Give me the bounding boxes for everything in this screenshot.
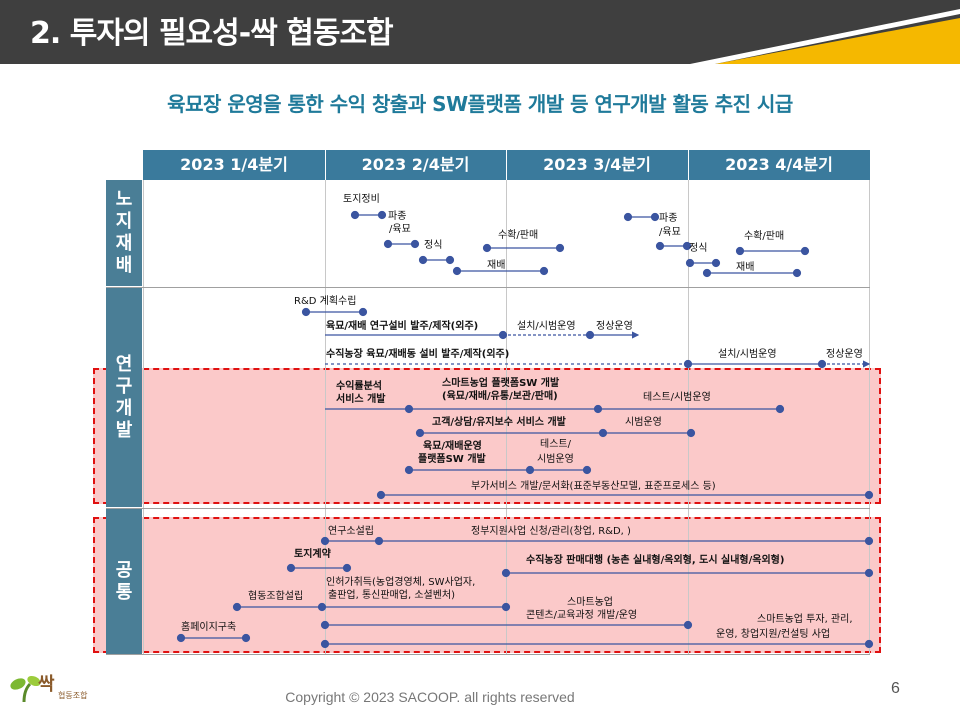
page-number: 6 (891, 680, 900, 697)
label-sw-dev-1: 스마트농업 플랫폼SW 개발 (442, 378, 560, 389)
label-lab: 연구소설립 (328, 526, 374, 537)
label-content-2: 콘텐츠/교육과정 개발/운영 (526, 610, 638, 621)
highlight-common-area (93, 517, 881, 653)
logo-subtext: 협동조합 (58, 691, 88, 700)
label-nursery-1: /육묘 (389, 224, 411, 235)
side-label-common: 공통 (106, 509, 142, 654)
label-cultivation-1: 재배 (487, 260, 506, 271)
side-label-farm-text: 노지재배 (115, 189, 133, 276)
grid-line (869, 180, 870, 655)
label-homepage: 홈페이지구축 (181, 622, 237, 633)
label-harvest-2: 수확/판매 (744, 231, 785, 242)
header-divider (325, 150, 326, 180)
header-divider (688, 150, 689, 180)
header-divider (506, 150, 507, 180)
sprout-logo-icon (10, 675, 41, 703)
page-title: 2. 투자의 필요성-싹 협동조합 (30, 16, 394, 51)
label-nursery-platform-2: 플랫폼SW 개발 (418, 454, 486, 465)
label-land: 토지계약 (294, 549, 331, 560)
label-vfarm-order: 수직농장 육묘/재배동 설비 발주/제작(외주) (326, 349, 510, 360)
quarter-header-q4: 2023 4/4분기 (688, 150, 870, 180)
section-divider (106, 654, 870, 655)
header-bar (0, 0, 960, 64)
label-coop: 협동조합설립 (248, 591, 304, 602)
label-revenue-analysis-2: 서비스 개발 (336, 394, 386, 405)
label-site-prep: 토지정비 (343, 194, 380, 205)
side-label-rnd-text: 연구개발 (115, 353, 133, 441)
label-nursery-2: /육묘 (659, 227, 681, 238)
label-equip-normal: 정상운영 (596, 321, 633, 332)
label-sw-test: 테스트/시범운영 (643, 392, 711, 403)
label-planting-1: 정식 (424, 240, 443, 251)
quarter-header-q3: 2023 3/4분기 (506, 150, 688, 180)
grid-line (688, 180, 689, 655)
label-equip-order: 육묘/재배 연구설비 발주/제작(외주) (326, 321, 479, 332)
quarter-header-q2: 2023 2/4분기 (325, 150, 506, 180)
section-divider (106, 508, 870, 509)
section-divider (106, 287, 870, 288)
side-label-common-text: 공통 (115, 559, 133, 603)
grid-line (143, 180, 144, 655)
label-rnd-plan: R&D 계획수립 (294, 296, 357, 307)
label-revenue-analysis-1: 수익률분석 (336, 381, 382, 392)
logo-text: 싹 (38, 674, 55, 695)
label-vfarm-install: 설치/시범운영 (718, 349, 777, 360)
label-cs-pilot: 시범운영 (625, 417, 662, 428)
label-sowing-1: 파종 (388, 211, 407, 222)
side-label-farm: 노지재배 (106, 180, 142, 286)
grid-line (325, 180, 326, 655)
copyright: Copyright © 2023 SACOOP. all rights rese… (285, 689, 575, 705)
quarter-header-q1: 2023 1/4분기 (143, 150, 325, 180)
label-vfarm-normal: 정상운영 (826, 349, 863, 360)
label-gov: 정부지원사업 신청/관리(창업, R&D, ) (471, 526, 631, 537)
label-cultivation-2: 재배 (736, 262, 755, 273)
label-sw-dev-2: (육묘/재배/유통/보관/판매) (442, 391, 558, 402)
label-invest-2: 운영, 창업지원/컨설팅 사업 (716, 629, 831, 640)
label-content-1: 스마트농업 (567, 597, 613, 608)
label-harvest-1: 수확/판매 (498, 230, 539, 241)
label-nursery-platform-1: 육묘/재배운영 (423, 441, 482, 452)
label-invest-1: 스마트농업 투자, 관리, (757, 614, 853, 625)
label-np-test-2: 시범운영 (537, 454, 574, 465)
label-sowing-2: 파종 (659, 213, 678, 224)
label-members-1: 인허가취득(농업경영체, SW사업자, (326, 577, 476, 588)
label-equip-install: 설치/시범운영 (517, 321, 576, 332)
grid-line (506, 180, 507, 655)
highlight-rnd-area (93, 368, 881, 504)
subtitle: 육묘장 운영을 통한 수익 창출과 SW플랫폼 개발 등 연구개발 활동 추진 … (167, 92, 793, 116)
label-sales: 수직농장 판매대행 (농촌 실내형/옥외형, 도시 실내형/옥외형) (526, 555, 785, 566)
label-customer-service: 고객/상담/유지보수 서비스 개발 (432, 417, 566, 428)
label-value-added: 부가서비스 개발/문서화(표준부동산모델, 표준프로세스 등) (471, 481, 716, 492)
side-label-rnd: 연구개발 (106, 288, 142, 507)
label-members-2: 출판업, 통신판매업, 소셜벤처) (328, 590, 456, 601)
label-planting-2: 정식 (689, 243, 708, 254)
label-np-test-1: 테스트/ (540, 439, 571, 450)
